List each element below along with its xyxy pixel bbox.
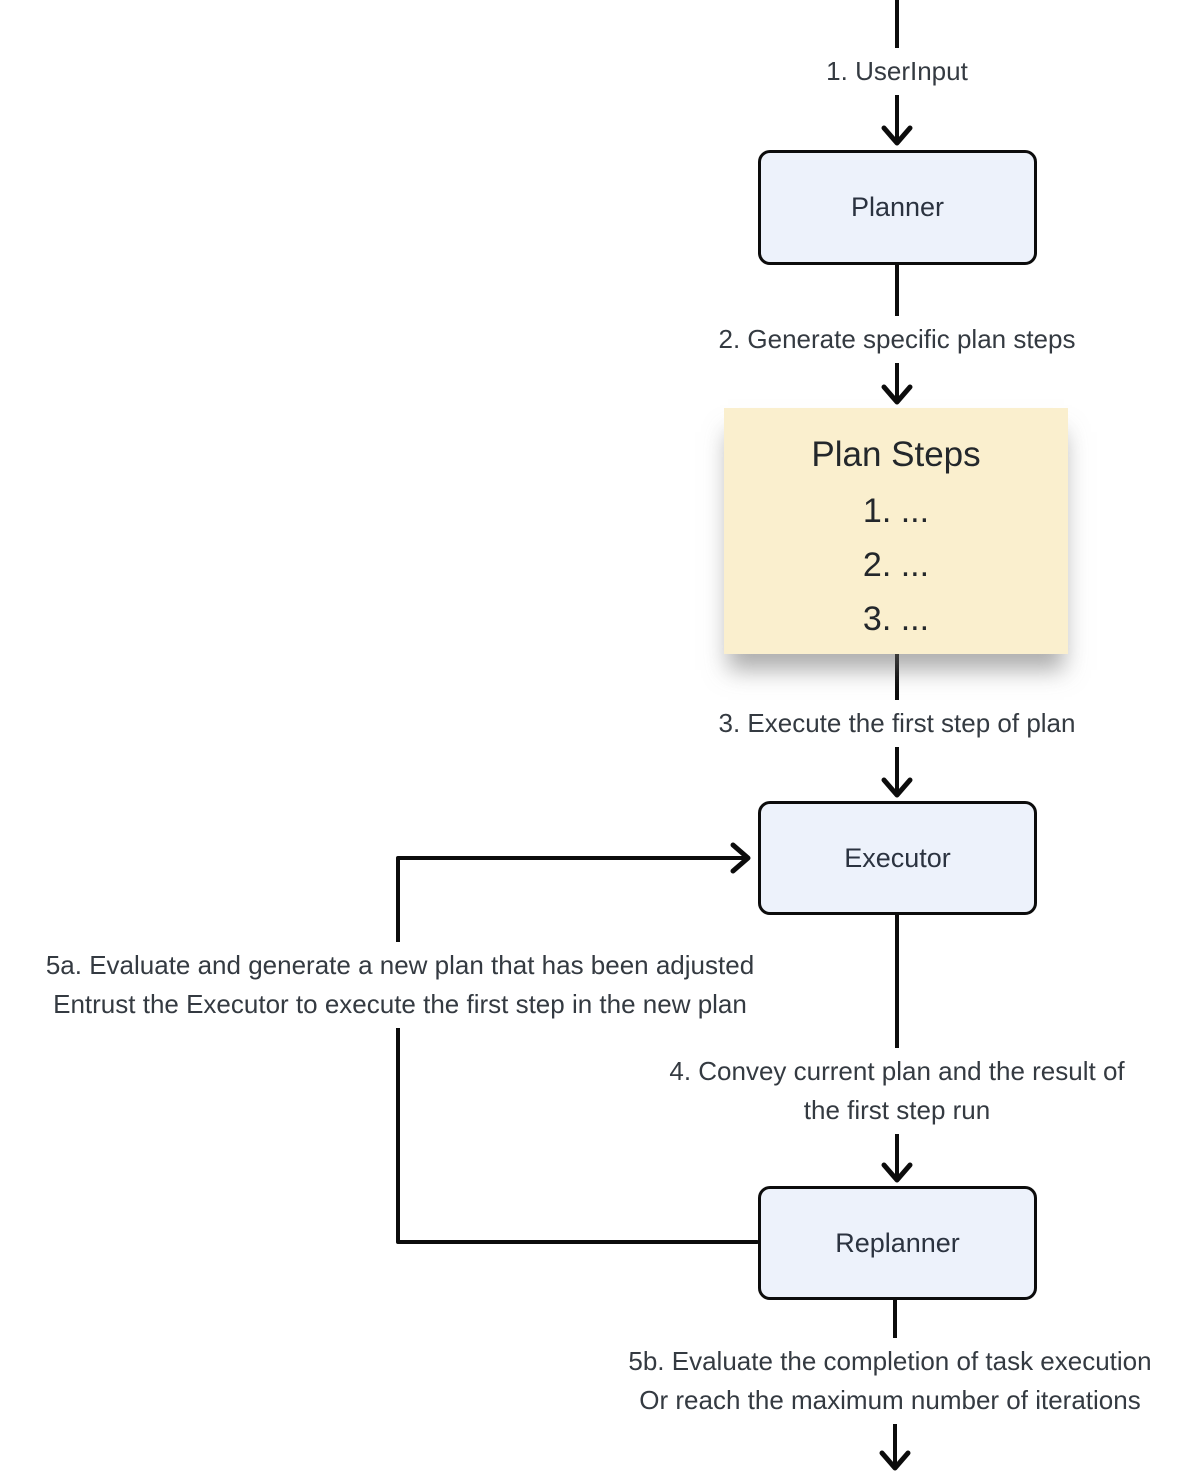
planner-node: Planner	[758, 150, 1037, 265]
edge-label-user-input: 1. UserInput	[722, 48, 1072, 95]
edge-label-convey-result: 4. Convey current plan and the result of…	[607, 1048, 1187, 1134]
edge-label-replan-loop: 5a. Evaluate and generate a new plan tha…	[0, 942, 800, 1028]
plan-steps-node: Plan Steps 1. ... 2. ... 3. ...	[724, 408, 1068, 654]
edge-label-finish-line2: Or reach the maximum number of iteration…	[639, 1385, 1141, 1415]
plan-steps-title: Plan Steps	[811, 435, 981, 474]
edge-executor-to-replanner	[881, 913, 913, 1183]
edge-label-replan-loop-line2: Entrust the Executor to execute the firs…	[53, 989, 747, 1019]
plan-steps-item-3: 3. ...	[862, 600, 930, 638]
edge-label-finish-line1: 5b. Evaluate the completion of task exec…	[628, 1346, 1152, 1376]
executor-node-label: Executor	[844, 842, 951, 873]
edge-label-convey-result-line1: 4. Convey current plan and the result of	[669, 1056, 1125, 1086]
edge-label-execute-first-step: 3. Execute the first step of plan	[647, 700, 1147, 747]
executor-node: Executor	[758, 801, 1037, 915]
edge-label-generate-plan: 2. Generate specific plan steps	[647, 316, 1147, 363]
replanner-node: Replanner	[758, 1186, 1037, 1300]
plan-steps-item-2: 2. ...	[862, 546, 930, 584]
edge-label-replan-loop-line1: 5a. Evaluate and generate a new plan tha…	[45, 950, 755, 980]
replanner-node-label: Replanner	[835, 1227, 960, 1258]
edge-replanner-loop-to-executor	[396, 842, 759, 1244]
planner-node-label: Planner	[850, 192, 945, 222]
edge-label-finish: 5b. Evaluate the completion of task exec…	[582, 1338, 1192, 1424]
plan-steps-item-1: 1. ...	[862, 492, 930, 530]
edge-label-convey-result-line2: the first step run	[803, 1095, 991, 1125]
